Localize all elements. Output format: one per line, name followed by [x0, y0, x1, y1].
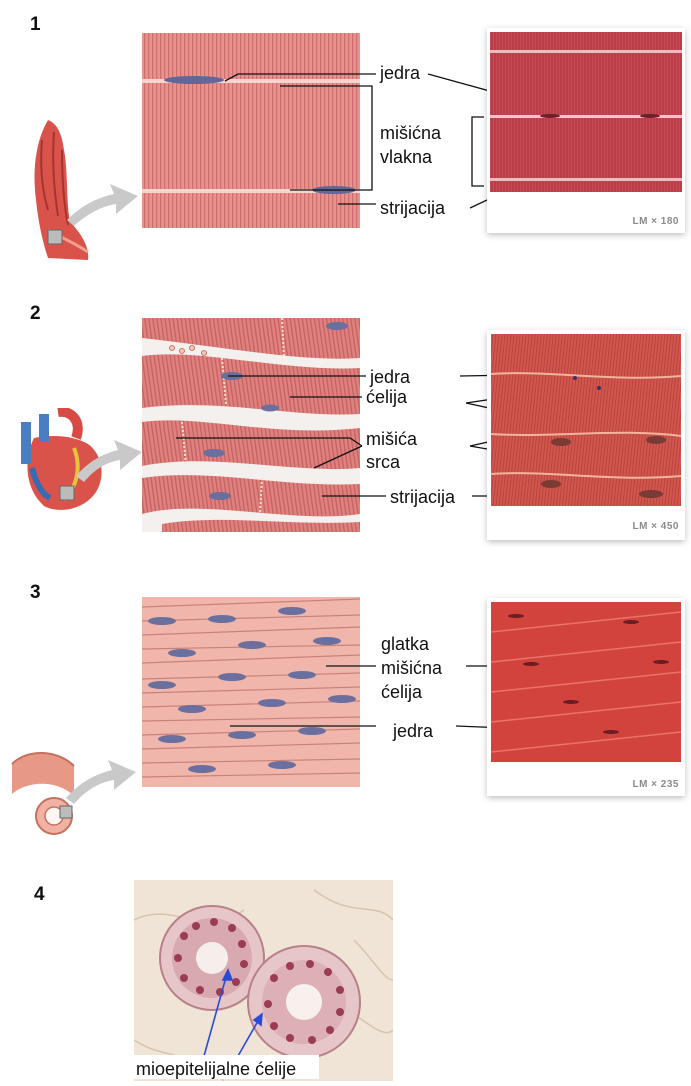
label-smooth-cell-3b: mišićna — [381, 657, 442, 679]
label-smooth-cell-3c: ćelija — [381, 681, 422, 703]
micrograph-2-image — [491, 334, 681, 506]
label-smooth-cell-3a: glatka — [381, 633, 429, 655]
label-striations-1: strijacija — [380, 197, 445, 219]
label-cells-2b: mišića — [366, 428, 417, 450]
label-fibers-1b: vlakna — [380, 146, 432, 168]
label-nuclei-3: jedra — [393, 720, 433, 742]
label-myoepithelial-4: mioepitelijalne ćelije — [136, 1058, 296, 1080]
label-nuclei-2: jedra — [370, 366, 410, 388]
histology-micrograph-4 — [134, 880, 393, 1081]
panel-4-number: 4 — [34, 884, 45, 906]
label-cells-2a: ćelija — [366, 386, 407, 408]
label-fibers-1a: mišićna — [380, 122, 441, 144]
label-striations-2: strijacija — [390, 486, 455, 508]
micrograph-2-tag: LM × 450 — [632, 521, 679, 532]
micrograph-1-card: LM × 180 — [487, 28, 685, 233]
label-cells-2c: srca — [366, 451, 400, 473]
label-nuclei-1: jedra — [380, 62, 420, 84]
micrograph-3-image — [491, 602, 681, 762]
micrograph-1-image — [490, 32, 682, 192]
micrograph-3-card: LM × 235 — [487, 598, 685, 796]
micrograph-3-tag: LM × 235 — [632, 779, 679, 790]
micrograph-1-tag: LM × 180 — [632, 216, 679, 227]
micrograph-2-card: LM × 450 — [487, 330, 685, 540]
